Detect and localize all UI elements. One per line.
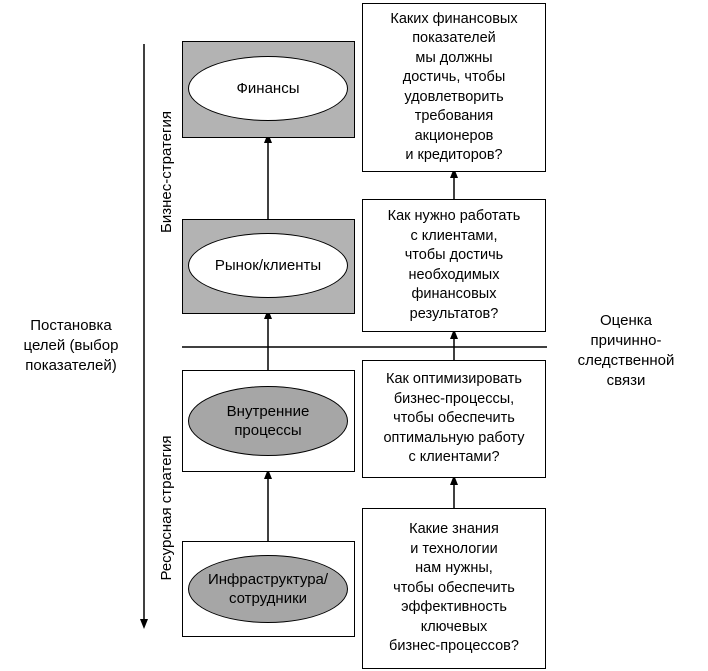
ellipse-market: Рынок/клиенты bbox=[188, 233, 348, 298]
question-box-market: Как нужно работать с клиентами, чтобы до… bbox=[362, 199, 546, 332]
resource-strategy-label: Ресурсная стратегия bbox=[158, 435, 175, 581]
question-box-infrastructure: Какие знания и технологии нам нужны, что… bbox=[362, 508, 546, 669]
ellipse-infrastructure: Инфраструктура/ сотрудники bbox=[188, 555, 348, 623]
ellipse-finance: Финансы bbox=[188, 56, 348, 121]
business-strategy-label: Бизнес-стратегия bbox=[158, 111, 175, 233]
question-box-finance: Каких финансовых показателей мы должны д… bbox=[362, 3, 546, 172]
causal-evaluation-label: Оценка причинно- следственной связи bbox=[577, 312, 675, 389]
ellipse-processes: Внутренние процессы bbox=[188, 386, 348, 456]
question-box-processes: Как оптимизировать бизнес-процессы, чтоб… bbox=[362, 360, 546, 478]
goal-setting-label: Постановка целей (выбор показателей) bbox=[23, 317, 119, 374]
